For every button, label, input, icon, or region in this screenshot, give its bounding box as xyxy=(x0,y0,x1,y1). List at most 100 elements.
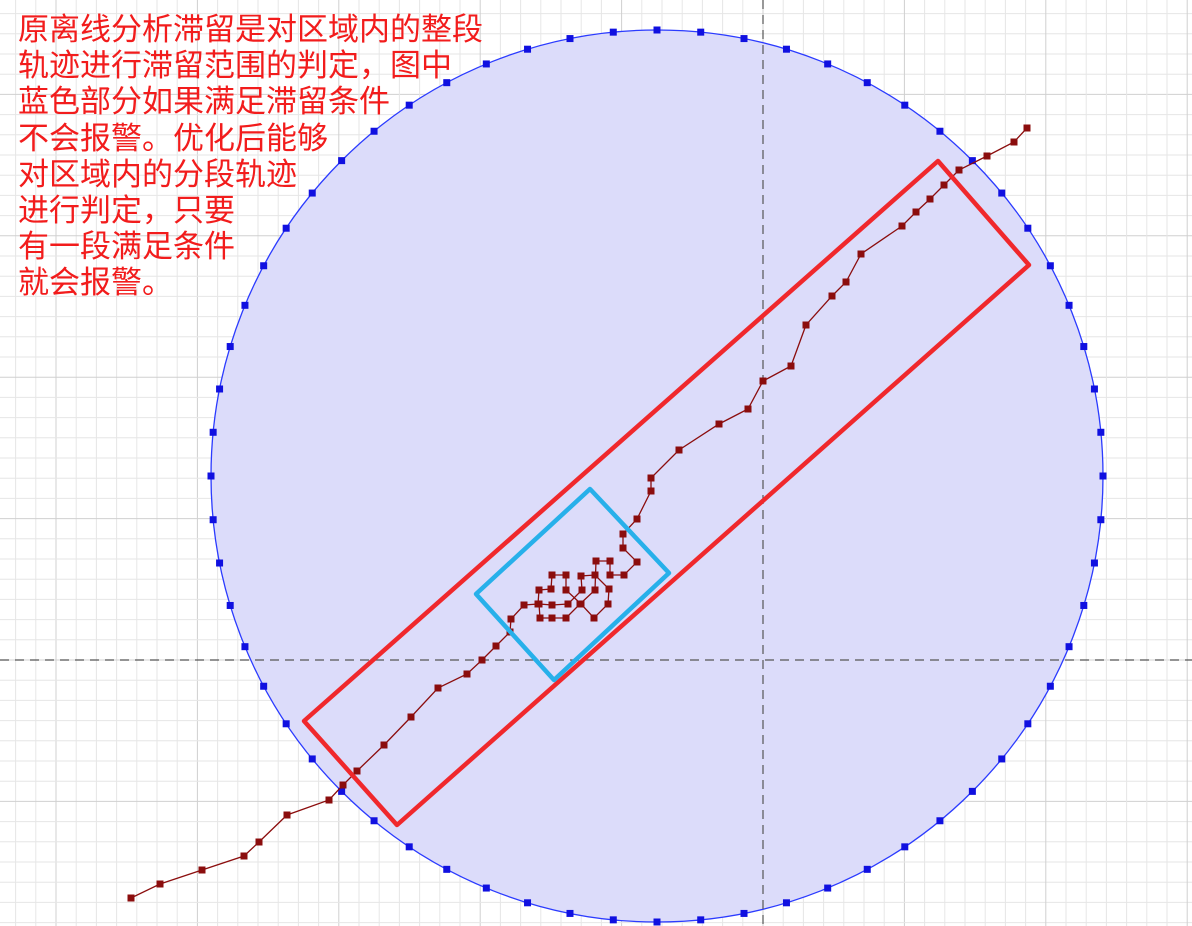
circle-vertex-marker xyxy=(370,127,378,135)
annotation-line: 就会报警。 xyxy=(18,265,173,302)
circle-vertex-marker xyxy=(901,843,909,851)
track-point-marker xyxy=(520,601,528,609)
circle-vertex-marker xyxy=(207,472,215,480)
circle-vertex-marker xyxy=(338,157,346,165)
circle-vertex-marker xyxy=(1024,224,1032,232)
circle-vertex-marker xyxy=(226,601,234,609)
circle-vertex-marker xyxy=(566,909,574,917)
cyan-segment-box xyxy=(473,486,672,683)
track-point-marker xyxy=(842,278,850,286)
circle-vertex-marker xyxy=(308,755,316,763)
circle-vertex-marker xyxy=(1090,559,1098,567)
track-point-marker xyxy=(591,586,599,594)
circle-vertex-marker xyxy=(653,918,661,926)
circle-vertex-marker xyxy=(824,60,832,68)
annotation-line: 进行判定，只要 xyxy=(18,193,235,230)
track-point-marker xyxy=(578,586,586,594)
track-point-marker xyxy=(353,767,361,775)
circle-vertex-marker xyxy=(1099,472,1107,480)
track-point-marker xyxy=(802,321,810,329)
track-point-marker xyxy=(198,866,206,874)
circle-vertex-marker xyxy=(260,682,268,690)
track-point-marker xyxy=(535,600,543,608)
trajectory-track xyxy=(127,124,1031,902)
track-point-marker xyxy=(1023,124,1031,132)
red-region-box xyxy=(301,158,1032,828)
track-point-marker xyxy=(619,544,627,552)
track-point-marker xyxy=(492,642,500,650)
track-point-marker xyxy=(606,557,614,565)
track-point-marker xyxy=(478,656,486,664)
track-point-marker xyxy=(535,586,543,594)
track-point-marker xyxy=(463,670,471,678)
annotation-line: 不会报警。优化后能够 xyxy=(18,120,328,157)
circle-vertex-marker xyxy=(609,916,617,924)
circle-vertex-marker xyxy=(782,899,790,907)
circle-vertex-marker xyxy=(443,865,451,873)
circle-vertex-marker xyxy=(968,157,976,165)
track-point-marker xyxy=(547,585,555,593)
circle-vertex-marker xyxy=(936,817,944,825)
track-point-marker xyxy=(536,614,544,622)
circle-vertex-marker xyxy=(697,916,705,924)
track-point-marker xyxy=(548,614,556,622)
circular-region xyxy=(207,26,1107,926)
circle-vertex-marker xyxy=(282,720,290,728)
track-point-marker xyxy=(857,250,865,258)
circle-vertex-marker xyxy=(338,787,346,795)
track-point-marker xyxy=(759,377,767,385)
circle-vertex-marker xyxy=(863,79,871,87)
circle-vertex-marker xyxy=(1046,682,1054,690)
circle-vertex-marker xyxy=(740,909,748,917)
circle-vertex-marker xyxy=(524,45,532,53)
circle-vertex-marker xyxy=(824,884,832,892)
track-point-marker xyxy=(633,558,641,566)
circle-vertex-marker xyxy=(609,28,617,36)
track-point-marker xyxy=(787,362,795,370)
circle-vertex-marker xyxy=(1097,428,1105,436)
track-point-marker xyxy=(1010,138,1018,146)
circle-vertex-marker xyxy=(260,262,268,270)
circle-vertex-marker xyxy=(1080,343,1088,351)
track-point-marker xyxy=(647,487,655,495)
circle-vertex-marker xyxy=(443,79,451,87)
track-point-marker xyxy=(604,600,612,608)
track-point-marker xyxy=(828,292,836,300)
track-point-marker xyxy=(548,601,556,609)
track-point-marker xyxy=(606,571,614,579)
annotation-line: 蓝色部分如果满足滞留条件 xyxy=(18,84,390,121)
track-point-marker xyxy=(591,571,599,579)
circle-vertex-marker xyxy=(998,189,1006,197)
circle-vertex-marker xyxy=(308,189,316,197)
track-line xyxy=(130,127,1028,899)
track-point-marker xyxy=(940,181,948,189)
track-point-marker xyxy=(434,684,442,692)
track-point-marker xyxy=(576,600,584,608)
track-point-marker xyxy=(255,838,263,846)
track-point-marker xyxy=(562,571,570,579)
track-point-marker xyxy=(407,713,415,721)
track-point-marker xyxy=(577,572,585,580)
track-point-marker xyxy=(127,894,135,902)
track-point-marker xyxy=(898,222,906,230)
circle-vertex-marker xyxy=(209,516,217,524)
track-point-marker xyxy=(926,195,934,203)
track-point-marker xyxy=(744,405,752,413)
circle-vertex-marker xyxy=(226,343,234,351)
track-point-marker xyxy=(715,420,723,428)
circle-vertex-marker xyxy=(241,643,249,651)
circle-vertex-marker xyxy=(998,755,1006,763)
circle-vertex-marker xyxy=(782,45,790,53)
circle-vertex-marker xyxy=(1024,720,1032,728)
track-point-marker xyxy=(619,530,627,538)
circle-vertex-marker xyxy=(216,385,224,393)
annotation-line: 轨迹进行滞留范围的判定，图中 xyxy=(18,48,452,85)
highlight-boxes xyxy=(301,158,1032,828)
circle-vertex-marker xyxy=(1097,516,1105,524)
track-point-marker xyxy=(590,614,598,622)
track-point-marker xyxy=(675,446,683,454)
track-point-marker xyxy=(647,474,655,482)
track-point-marker xyxy=(283,811,291,819)
